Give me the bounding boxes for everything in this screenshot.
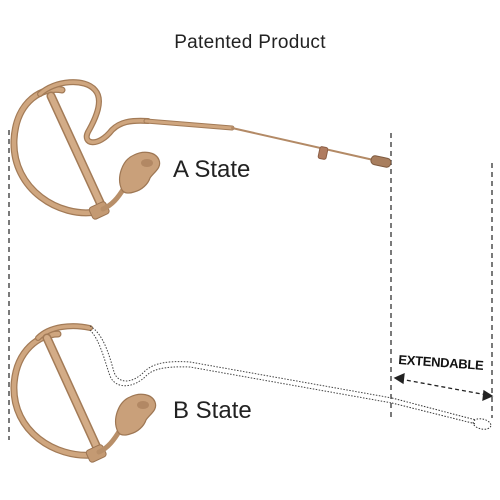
state-b-label: B State: [173, 397, 252, 424]
arrowhead-right: [482, 389, 494, 402]
headset-a-state: [10, 79, 392, 220]
boom-thin-a: [231, 127, 379, 162]
extendable-arrow: [393, 372, 494, 402]
mic-capsule-a: [370, 155, 392, 168]
wire-end-loop: [472, 418, 492, 430]
state-a-label: A State: [173, 156, 251, 183]
page-title: Patented Product: [174, 32, 326, 53]
earpiece-a: [119, 151, 161, 194]
extendable-boom-outline: [89, 325, 393, 404]
earpiece-b: [115, 393, 157, 436]
arrowhead-left: [393, 372, 405, 385]
extendable-wire: [391, 397, 492, 430]
boom-bead-a: [317, 146, 329, 160]
headset-b-state: [10, 323, 492, 463]
guide-lines: [8, 130, 493, 440]
joint-a: [88, 201, 110, 220]
